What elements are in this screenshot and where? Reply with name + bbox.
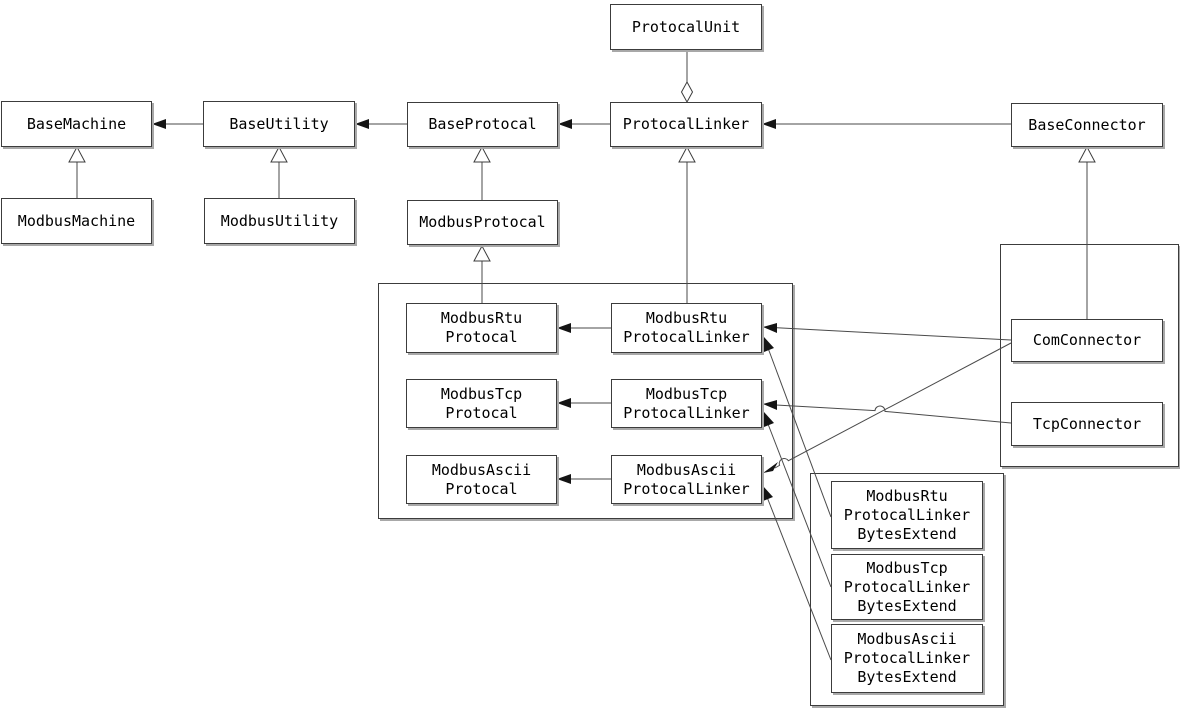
edge-baseutility-basemachine: [152, 119, 203, 129]
node-label: ProtocalUnit: [631, 17, 741, 36]
node-label: ModbusMachine: [17, 211, 136, 230]
edge-modbusrtuprotocallinker-protocallinker-inheritance: [678, 145, 696, 303]
node-modbus-protocal: ModbusProtocal: [407, 200, 558, 245]
node-label: ProtocalLinker: [622, 115, 750, 133]
node-label: ModbusProtocal: [419, 213, 546, 231]
edge-modbusutility-baseutility-inheritance: [270, 145, 288, 198]
node-label: ComConnector: [1032, 331, 1142, 349]
node-label: TcpConnector: [1032, 414, 1142, 433]
node-modbus-tcp-protocal: ModbusTcp Protocal: [406, 379, 557, 428]
node-label: ModbusTcp Protocal: [440, 384, 523, 422]
node-modbus-ascii-protocal-linker: ModbusAscii ProtocalLinker: [611, 455, 762, 504]
node-base-connector: BaseConnector: [1011, 103, 1163, 147]
edge-protocallinker-baseprotocal: [558, 119, 610, 129]
node-modbus-rtu-protocal-linker: ModbusRtu ProtocalLinker: [611, 303, 762, 353]
node-base-utility: BaseUtility: [203, 101, 355, 147]
node-modbus-tcp-protocal-linker: ModbusTcp ProtocalLinker: [611, 379, 762, 428]
node-modbus-tcp-protocal-linker-bytes-extend: ModbusTcp ProtocalLinker BytesExtend: [831, 554, 983, 620]
edge-modbusmachine-basemachine-inheritance: [68, 145, 86, 198]
node-modbus-ascii-protocal: ModbusAscii Protocal: [406, 455, 557, 504]
node-modbus-utility: ModbusUtility: [204, 198, 355, 244]
node-modbus-rtu-protocal-linker-bytes-extend: ModbusRtu ProtocalLinker BytesExtend: [831, 481, 983, 549]
node-protocal-linker: ProtocalLinker: [610, 102, 762, 147]
node-base-machine: BaseMachine: [1, 101, 152, 147]
edge-baseprotocal-baseutility: [355, 119, 407, 129]
node-label: BaseProtocal: [428, 115, 537, 133]
edge-tcpconnector-modbustcpprotocallinker: [763, 400, 1012, 424]
node-label: ModbusRtu ProtocalLinker BytesExtend: [843, 486, 971, 543]
node-tcp-connector: TcpConnector: [1011, 402, 1163, 446]
node-label: ModbusAscii ProtocalLinker BytesExtend: [843, 630, 971, 686]
node-label: ModbusRtu ProtocalLinker: [623, 309, 750, 346]
node-label: ModbusAscii ProtocalLinker: [623, 460, 750, 498]
node-label: BaseConnector: [1028, 115, 1146, 134]
edge-comconnector-modbusrtuprotocallinker: [763, 323, 1012, 341]
node-modbus-rtu-protocal: ModbusRtu Protocal: [406, 303, 557, 353]
edge-protocalunit-protocallinker-aggregation: [680, 50, 694, 104]
node-label: ModbusTcp ProtocalLinker BytesExtend: [843, 558, 971, 615]
edge-modbusprotocal-baseprotocal-inheritance: [473, 145, 491, 200]
node-label: BaseUtility: [229, 114, 329, 133]
node-protocal-unit: ProtocalUnit: [610, 4, 762, 50]
node-label: ModbusUtility: [220, 211, 339, 230]
node-label: BaseMachine: [26, 114, 127, 133]
node-label: ModbusRtu Protocal: [440, 309, 523, 346]
node-base-protocal: BaseProtocal: [407, 102, 558, 147]
edge-comconnector-modbusasciiprotocallinker: [763, 342, 1012, 473]
node-modbus-machine: ModbusMachine: [1, 198, 152, 244]
node-modbus-ascii-protocal-linker-bytes-extend: ModbusAscii ProtocalLinker BytesExtend: [831, 624, 983, 693]
node-label: ModbusAscii Protocal: [431, 460, 532, 498]
node-label: ModbusTcp ProtocalLinker: [623, 384, 750, 422]
edge-baseconnector-protocallinker: [762, 119, 1011, 129]
node-com-connector: ComConnector: [1011, 319, 1163, 362]
